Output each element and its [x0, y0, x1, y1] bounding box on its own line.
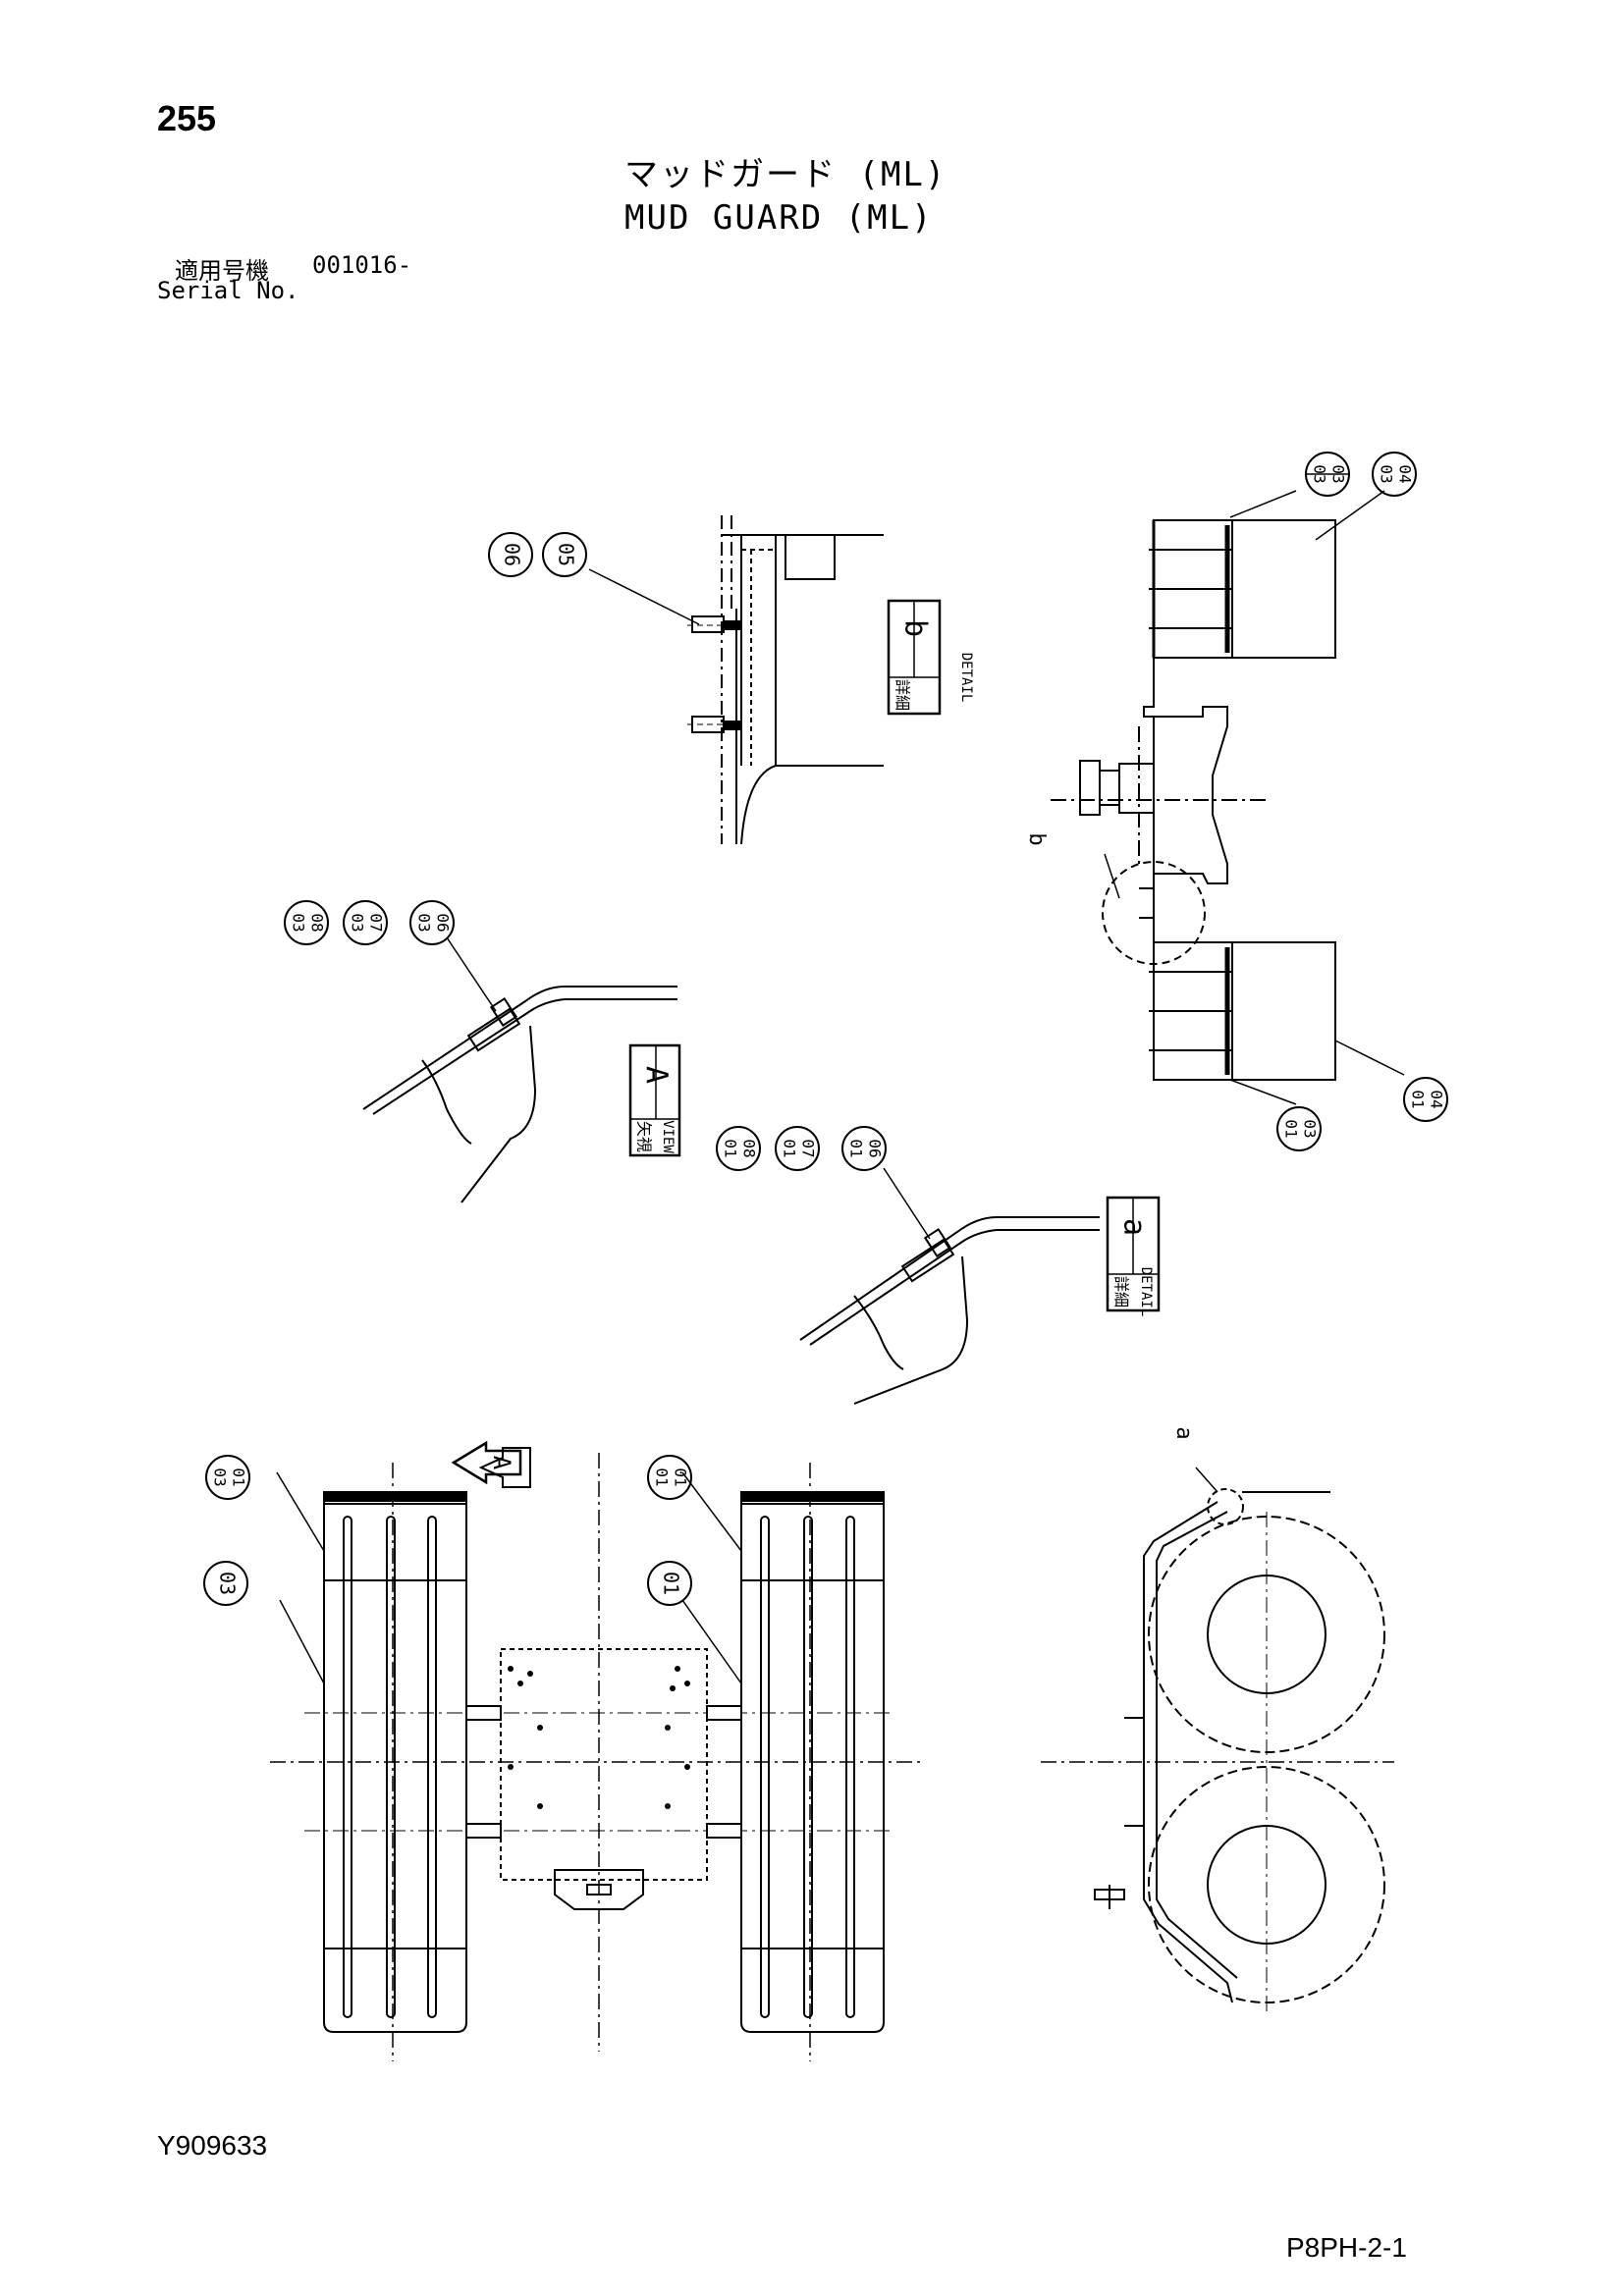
view-a-label: 矢視 VIEW A — [628, 1043, 681, 1157]
callout-01: 01 — [647, 1561, 692, 1606]
callout-06-label: 06 — [501, 543, 524, 566]
callout-03-08-bottom: 08 — [308, 913, 327, 932]
view-a-en: VIEW — [660, 1120, 676, 1153]
callout-01-03-bottom: 03 — [1301, 1119, 1320, 1138]
detail-b-en: DETAIL — [958, 653, 974, 703]
callout-03-07-top: 03 — [349, 913, 367, 932]
page-number: 255 — [157, 98, 217, 138]
callout-01-04-bottom: 04 — [1428, 1090, 1446, 1108]
callout-03-03-top: 03 — [1311, 464, 1329, 483]
view-a-jp: 矢視 — [635, 1121, 654, 1152]
detail-a-jp: 詳細 — [1112, 1276, 1131, 1308]
detail-b-marker: b — [1024, 832, 1049, 845]
callout-01-08-top: 01 — [722, 1139, 740, 1157]
serial-label: Serial No. — [157, 277, 299, 304]
callout-03-07-bottom: 07 — [367, 913, 386, 932]
serial-number-value: 001016- — [312, 251, 412, 279]
callout-03-04-top: 03 — [1378, 464, 1396, 483]
detail-a-letter: a — [1117, 1218, 1152, 1236]
callout-01-07: 01 07 — [775, 1126, 820, 1171]
detail-a-marker: a — [1171, 1426, 1196, 1439]
callout-05: 05 — [542, 532, 587, 577]
page-title-japanese: マッドガード (ML) — [624, 155, 947, 194]
callout-03-03-bottom: 03 — [1329, 464, 1348, 483]
callout-03-03: 03 03 — [1305, 452, 1350, 497]
callout-01-03-top: 01 — [1282, 1119, 1301, 1138]
view-a-arrow-label: A — [488, 1456, 515, 1470]
callout-01-08: 01 08 — [716, 1126, 761, 1171]
serial-label-japanese: 適用号機 — [175, 257, 269, 285]
callout-01-01-bottom: 01 — [672, 1468, 690, 1486]
callout-06: 06 — [488, 532, 533, 577]
callout-01-08-bottom: 08 — [740, 1139, 759, 1157]
view-a-arrow: A — [451, 1440, 522, 1485]
callout-03-08: 03 08 — [284, 900, 329, 945]
callout-01-04: 01 04 — [1403, 1077, 1448, 1122]
side-elevation-drawing — [1041, 1467, 1394, 2012]
callout-03-07: 03 07 — [343, 900, 388, 945]
detail-b-label: 詳細 DETAIL b — [887, 599, 974, 716]
top-view-assembly — [1051, 490, 1405, 1105]
callout-05-label: 05 — [555, 543, 578, 566]
view-a-drawing — [362, 936, 677, 1203]
detail-b-drawing — [588, 515, 884, 845]
callout-03-08-top: 03 — [290, 913, 308, 932]
callout-03-04-bottom: 04 — [1396, 464, 1415, 483]
callout-01-06: 01 06 — [841, 1126, 887, 1171]
callout-01-06-bottom: 06 — [866, 1139, 885, 1157]
view-a-letter: A — [639, 1066, 674, 1084]
detail-b-letter: b — [898, 619, 933, 637]
detail-a-label: 詳細 DETAIL a — [1106, 1196, 1161, 1317]
callout-03-04: 03 04 — [1372, 452, 1417, 497]
callout-03-06: 03 06 — [409, 900, 455, 945]
callout-03-01-bottom: 01 — [230, 1468, 248, 1486]
detail-a-drawing — [799, 1167, 1100, 1405]
callout-03-01-top: 03 — [211, 1468, 230, 1486]
callout-01-07-bottom: 07 — [799, 1139, 818, 1157]
callout-01-07-top: 01 — [781, 1139, 799, 1157]
callout-01-04-top: 01 — [1409, 1090, 1428, 1108]
page-title: MUD GUARD (ML) — [624, 198, 934, 238]
callout-03-label: 03 — [216, 1572, 240, 1595]
callout-03-06-bottom: 06 — [434, 913, 453, 932]
page-code: P8PH-2-1 — [1286, 2232, 1407, 2263]
callout-03: 03 — [203, 1561, 248, 1606]
callout-01-01-top: 01 — [653, 1468, 672, 1486]
callout-01-06-top: 01 — [847, 1139, 866, 1157]
callout-01-03: 01 03 — [1276, 1106, 1322, 1151]
detail-b-jp: 詳細 — [893, 679, 912, 711]
callout-03-06-top: 03 — [415, 913, 434, 932]
callout-03-01: 03 01 — [205, 1455, 250, 1500]
callout-01-label: 01 — [660, 1572, 683, 1595]
drawing-code: Y909633 — [157, 2130, 268, 2161]
plan-view-drawing — [270, 1447, 923, 2061]
callout-01-01: 01 01 — [647, 1455, 692, 1500]
detail-a-en: DETAIL — [1138, 1267, 1154, 1317]
